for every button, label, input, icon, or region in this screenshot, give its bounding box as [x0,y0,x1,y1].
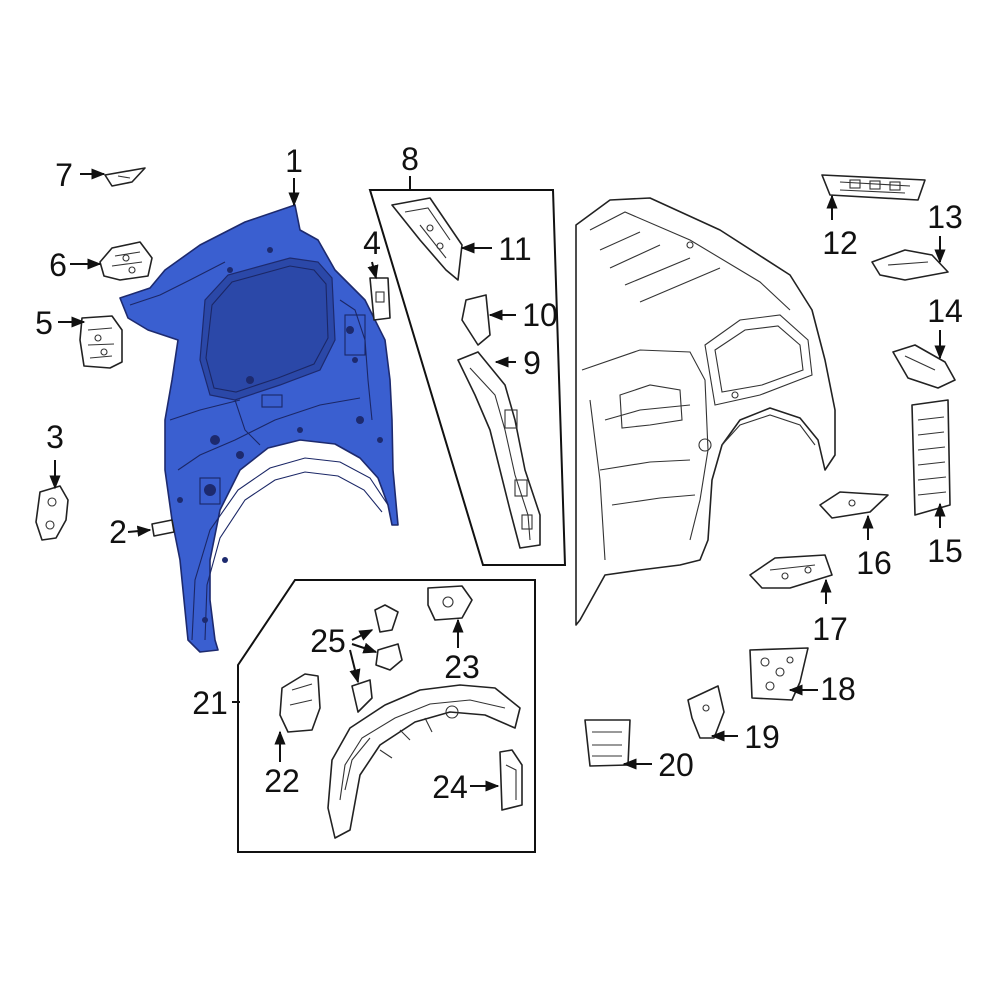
part-24-plate[interactable] [499,749,523,811]
part-25-bracket-upper[interactable] [374,604,399,633]
callout-19: 19 [744,719,780,755]
callout-24: 24 [432,769,468,805]
part-20-plate[interactable] [584,719,631,767]
part-9-pillar[interactable] [457,351,541,549]
part-16-bracket[interactable] [819,491,889,519]
part-22-bracket[interactable] [279,673,321,733]
group-8-box [368,189,567,566]
callout-2: 2 [109,514,127,550]
group-21-box [237,579,536,853]
callout-8: 8 [401,141,419,177]
callout-3: 3 [46,419,64,455]
callout-16: 16 [856,545,892,581]
callout-7: 7 [55,157,73,193]
part-13-bracket[interactable] [871,249,949,281]
callout-11: 11 [498,231,531,267]
callout-15: 15 [927,533,963,569]
callout-17: 17 [812,611,848,647]
callout-25: 25 [310,623,346,659]
part-11-bracket[interactable] [391,197,463,281]
part-21-wheelhouse[interactable] [327,684,521,839]
part-2-clip[interactable] [151,519,175,537]
callout-20: 20 [658,747,694,783]
leader-lines [49,168,946,792]
part-1-quarter-panel[interactable] [119,204,399,653]
part-6-bracket[interactable] [99,241,153,281]
callout-1: 1 [285,143,303,179]
callout-labels: 1 2 3 4 5 6 7 8 9 10 11 12 13 14 15 16 1… [35,141,963,805]
callout-9: 9 [523,345,541,381]
part-18-reinforcement[interactable] [749,647,809,701]
callout-21: 21 [192,685,228,721]
callout-13: 13 [927,199,963,235]
part-19-bracket[interactable] [687,685,725,739]
part-14-bracket[interactable] [892,344,956,389]
callout-23: 23 [444,649,480,685]
part-15-panel[interactable] [911,399,951,516]
callout-12: 12 [822,225,858,261]
callout-5: 5 [35,305,53,341]
part-5-reinforcement[interactable] [79,315,123,369]
part-17-bracket[interactable] [749,554,833,589]
callout-14: 14 [927,293,963,329]
callout-4: 4 [363,225,381,261]
part-25-bracket-lower[interactable] [351,679,373,713]
part-3-bracket[interactable] [35,485,69,541]
part-25-bracket-mid[interactable] [375,643,403,671]
part-4-plate[interactable] [369,277,391,321]
part-7-bracket[interactable] [104,167,146,187]
callout-10: 10 [522,297,558,333]
callout-6: 6 [49,247,67,283]
part-10-bracket[interactable] [461,294,491,346]
callout-22: 22 [264,763,300,799]
part-23-bracket[interactable] [427,585,473,621]
callout-18: 18 [820,671,856,707]
vehicle-body-outline [575,197,836,626]
part-12-rail[interactable] [821,174,926,201]
